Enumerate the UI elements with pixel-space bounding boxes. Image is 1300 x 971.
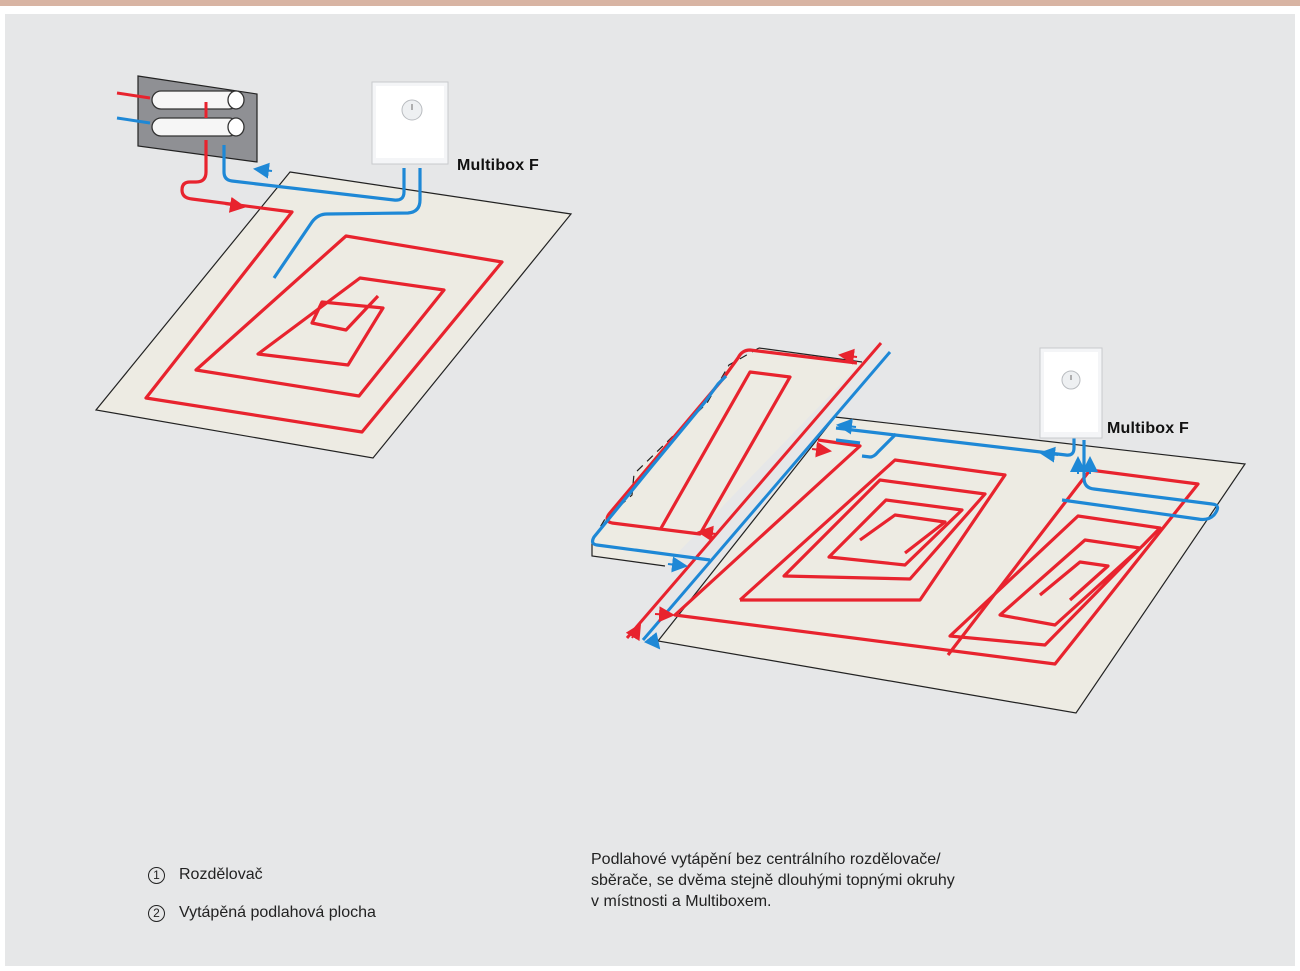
return-riser	[641, 351, 892, 641]
return-loop-left	[222, 145, 422, 279]
return-loop-main	[835, 426, 1220, 522]
legend-number: 1	[148, 866, 165, 884]
heated-floor-left	[94, 171, 573, 459]
return-loop-small	[590, 374, 728, 562]
supply-loop-main-b	[738, 458, 1007, 602]
multibox-right	[1039, 347, 1103, 439]
supply-spiral-b	[948, 514, 1162, 647]
supply-riser	[625, 342, 883, 639]
legend-number: 2	[148, 904, 165, 922]
top-stripe	[0, 0, 1300, 6]
supply-spiral-a	[827, 498, 964, 567]
legend-item: 2 Vytápěná podlahová plocha	[148, 904, 376, 922]
caption-line: sběrače, se dvěma stejně dlouhými topným…	[591, 872, 955, 889]
legend-text: Vytápěná podlahová plocha	[179, 904, 376, 921]
caption-line: v místnosti a Multiboxem.	[591, 893, 772, 910]
legend-text: Rozdělovač	[179, 866, 263, 883]
supply-loop-small	[605, 348, 858, 536]
multibox-label-right: Multibox F	[1107, 420, 1189, 437]
legend-item: 1 Rozdělovač	[148, 866, 263, 884]
heated-floor-right-small	[592, 348, 862, 566]
return-feed-left	[116, 116, 151, 125]
multibox-label-left: Multibox F	[457, 157, 539, 174]
multibox-left	[371, 81, 449, 165]
diagram-caption: Podlahové vytápění bez centrálního rozdě…	[591, 849, 1151, 912]
supply-feed-left	[116, 91, 151, 100]
manifold-pipes	[151, 90, 245, 137]
supply-loop-left	[144, 140, 504, 434]
caption-line: Podlahové vytápění bez centrálního rozdě…	[591, 851, 941, 868]
